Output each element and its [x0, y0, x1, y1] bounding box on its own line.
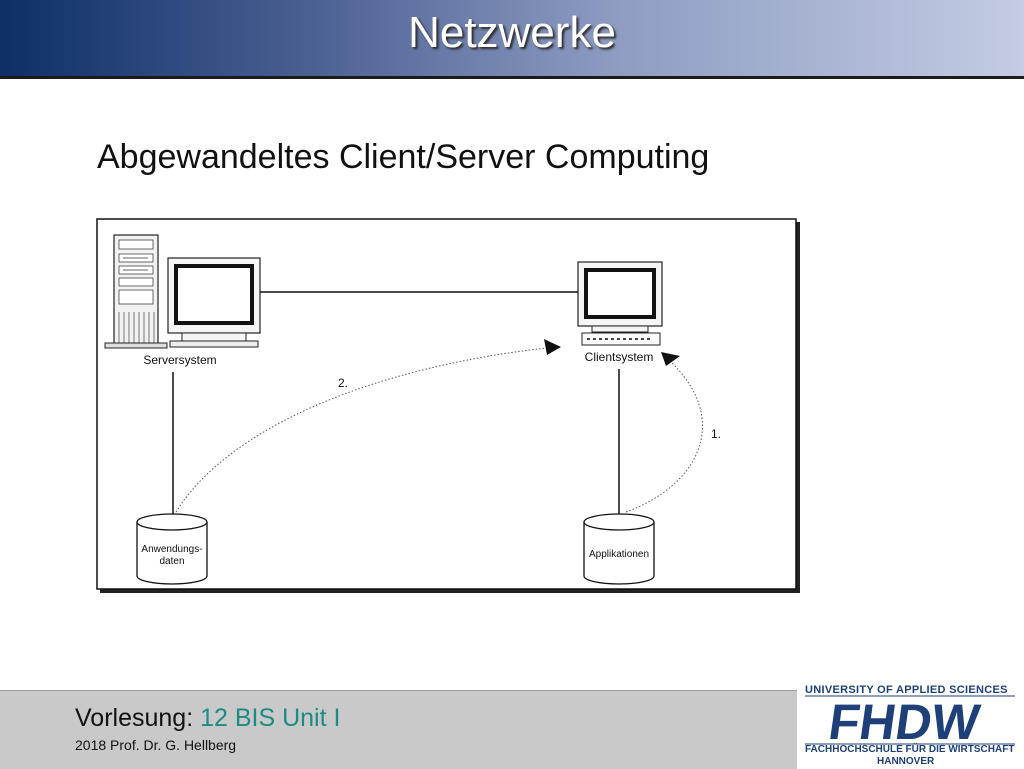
footer-lecture-line: Vorlesung: 12 BIS Unit I: [75, 704, 340, 733]
client-monitor-icon: [577, 261, 663, 333]
header-divider: [0, 76, 1024, 79]
flow-curve-step1: [625, 362, 703, 513]
client-server-diagram: Serversystem Clientsystem 2. 1. Anwendun…: [96, 218, 800, 593]
footer-author-line: 2018 Prof. Dr. G. Hellberg: [75, 737, 237, 753]
client-db-label: Applikationen: [589, 549, 649, 560]
logo-tagline: UNIVERSITY OF APPLIED SCIENCES: [805, 684, 1008, 696]
server-db-label-line2: daten: [159, 556, 184, 567]
logo-subline-2: HANNOVER: [877, 756, 935, 767]
fhdw-logo: UNIVERSITY OF APPLIED SCIENCES FHDW FACH…: [797, 681, 1024, 768]
server-tower-icon: [104, 234, 168, 349]
header-banner: [0, 0, 1024, 76]
client-keyboard-icon: [581, 332, 661, 346]
arrowhead-step1: [661, 352, 680, 366]
svg-text:FHDW: FHDW: [825, 694, 983, 750]
server-db-label-line1: Anwendungs-: [141, 544, 202, 555]
step2-label: 2.: [338, 376, 348, 390]
course-name: 12 BIS Unit I: [200, 704, 341, 732]
arrowhead-step2: [544, 339, 561, 355]
footer-bar: Vorlesung: 12 BIS Unit I 2018 Prof. Dr. …: [0, 690, 797, 769]
server-monitor-icon: [167, 257, 261, 348]
server-database-icon: [136, 513, 208, 585]
slide-title: Netzwerke: [408, 8, 616, 57]
fhdw-wordmark: FHDW: [805, 694, 1015, 750]
flow-curve-step2: [175, 346, 557, 513]
lecture-prefix: Vorlesung:: [75, 704, 201, 732]
server-system-label: Serversystem: [143, 353, 216, 367]
logo-subline-1: FACHHOCHSCHULE FÜR DIE WIRTSCHAFT: [805, 744, 1015, 755]
step1-label: 1.: [711, 427, 721, 441]
slide-subtitle: Abgewandeltes Client/Server Computing: [97, 138, 710, 176]
client-system-label: Clientsystem: [585, 350, 654, 364]
client-database-icon: [583, 513, 655, 585]
